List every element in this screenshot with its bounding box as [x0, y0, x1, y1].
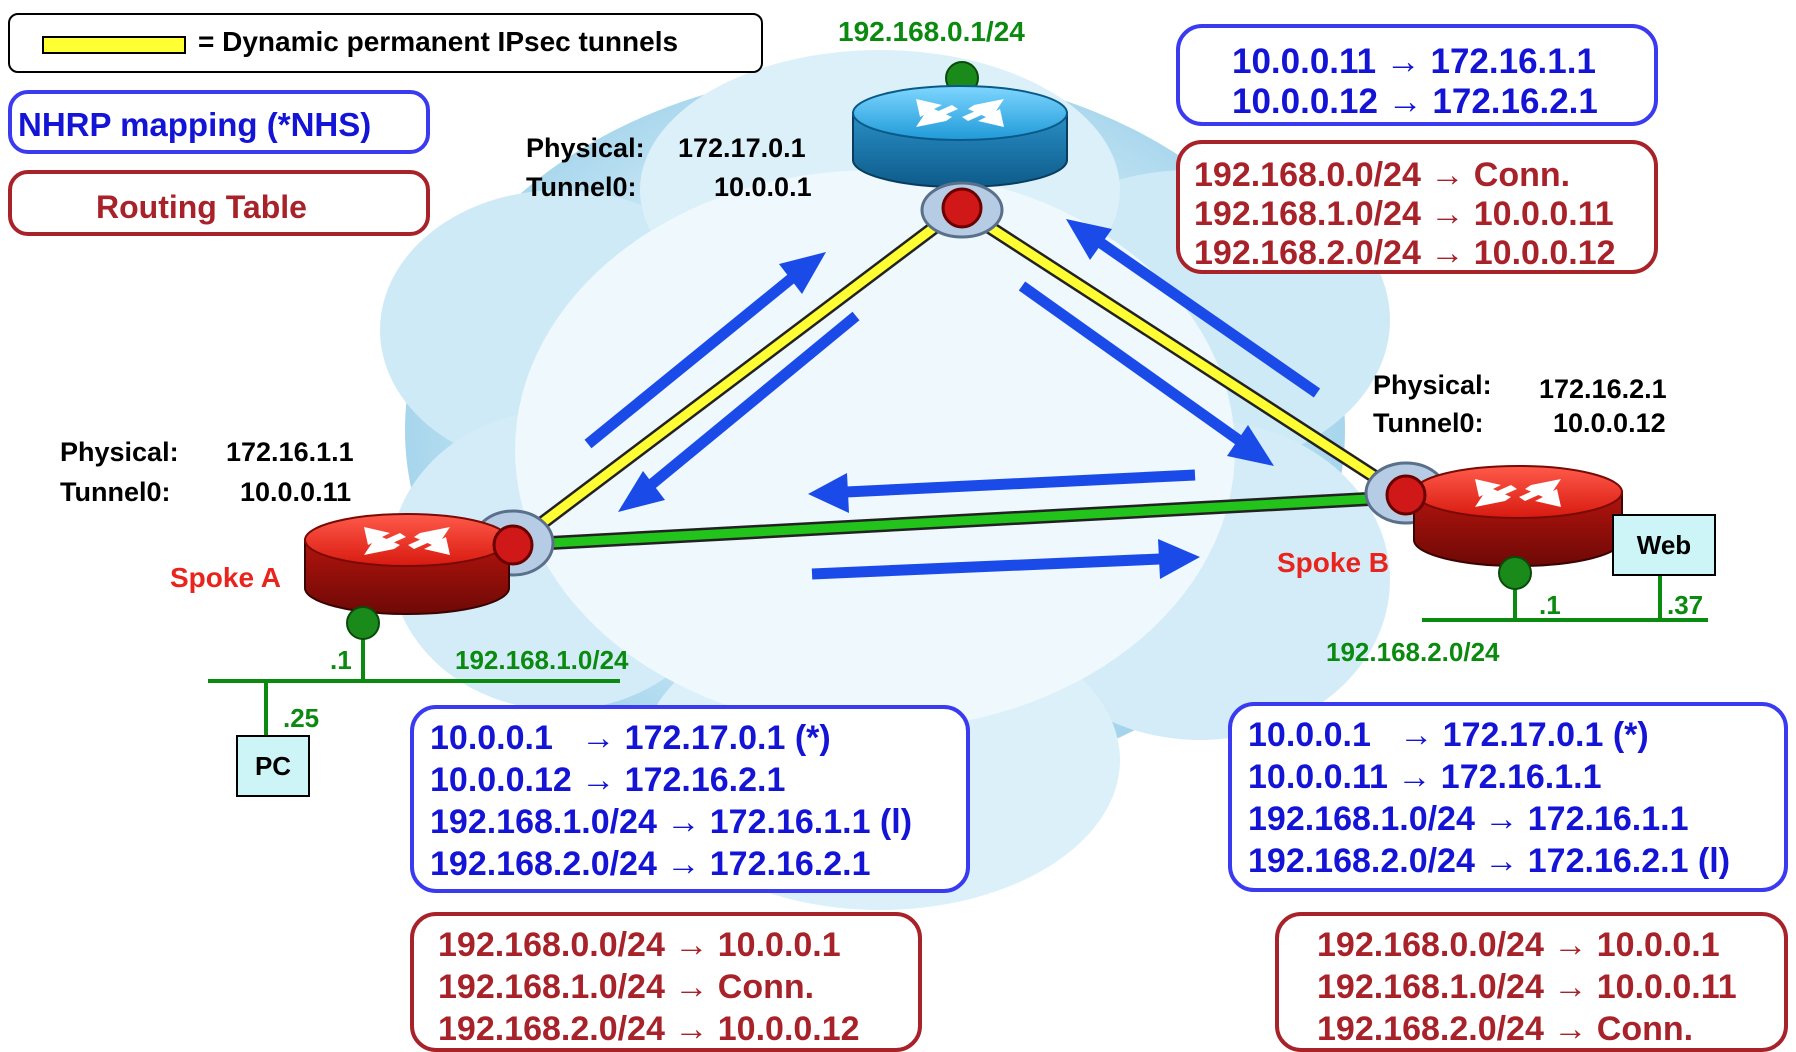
hub-routing-table: 192.168.0.0/24 → Conn. 192.168.1.0/24 → … — [1176, 140, 1658, 274]
spoke-a-routing-table: 192.168.0.0/24 → 10.0.0.1 192.168.1.0/24… — [410, 912, 922, 1052]
spoke-a-nhrp-entry: 192.168.2.0/24 → 172.16.2.1 — [430, 845, 871, 883]
hub-nhrp-table: 10.0.0.11 → 172.16.1.1 10.0.0.12 → 172.1… — [1176, 24, 1658, 126]
legend-nhrp-label: NHRP mapping (*NHS) — [18, 106, 372, 143]
legend-tunnel-label: = Dynamic permanent IPsec tunnels — [198, 26, 679, 57]
spoke-a-nhrp-table: 10.0.0.1 → 172.17.0.1 (*) 10.0.0.12 → 17… — [410, 705, 970, 893]
arrowhead-spoke-b-to-hub — [1066, 219, 1112, 260]
legend-tunnels: = Dynamic permanent IPsec tunnels — [8, 13, 763, 73]
spoke-a-tunnel-ip: 10.0.0.11 — [240, 477, 352, 507]
yellow-tunnel-swatch — [42, 36, 186, 54]
web-host[interactable]: Web — [1612, 514, 1716, 576]
tunnel-hub-spoke-b — [953, 201, 1413, 504]
spoke-a-route-entry: 192.168.2.0/24 → 10.0.0.12 — [438, 1010, 860, 1048]
hub-tunnel-port — [941, 187, 983, 229]
spoke-b-route-entry: 192.168.0.0/24 → 10.0.0.1 — [1317, 926, 1720, 964]
router-arrows-icon — [364, 527, 450, 555]
router-arrows-icon — [916, 99, 1004, 127]
pc-host[interactable]: PC — [236, 735, 310, 797]
spoke-a-nhrp-entry: 10.0.0.12 → 172.16.2.1 — [430, 761, 786, 799]
arrow-spoke-b-to-hub — [1094, 236, 1321, 398]
arrow-spoke-a-to-spoke-b — [811, 553, 1161, 580]
router-arrows-icon — [1475, 479, 1561, 507]
hub-tunnel-label: Tunnel0: — [526, 172, 637, 202]
spoke-a-name: Spoke A — [170, 562, 281, 593]
arrowhead-hub-to-spoke-b — [1227, 425, 1274, 466]
spoke-b-routing-table: 192.168.0.0/24 → 10.0.0.1 192.168.1.0/24… — [1275, 912, 1788, 1052]
hub-route-entry: 192.168.2.0/24 → 10.0.0.12 — [1194, 234, 1616, 272]
spoke-a-physical-ip: 172.16.1.1 — [226, 437, 354, 467]
spoke-a-lan-label: 192.168.1.0/24 — [455, 645, 629, 675]
web-label: Web — [1636, 529, 1692, 560]
arrowhead-hub-to-spoke-a — [618, 471, 665, 512]
hub-route-entry: 192.168.1.0/24 → 10.0.0.11 — [1194, 195, 1614, 233]
spoke-a-router-host: .1 — [330, 645, 352, 675]
spoke-b-lan-label: 192.168.2.0/24 — [1326, 637, 1500, 667]
legend-routing-label: Routing Table — [96, 189, 307, 225]
spoke-b-tunnel-label: Tunnel0: — [1373, 408, 1484, 438]
arrowhead-spoke-b-to-spoke-a — [808, 473, 849, 513]
hub-nhrp-entry: 10.0.0.11 → 172.16.1.1 — [1232, 42, 1596, 81]
spoke-a-tunnel-label: Tunnel0: — [60, 477, 171, 507]
arrowhead-spoke-a-to-hub — [779, 252, 826, 294]
spoke-b-route-entry: 192.168.2.0/24 → Conn. — [1317, 1010, 1694, 1048]
pc-label: PC — [254, 750, 292, 781]
spoke-b-router-host: .1 — [1539, 590, 1561, 620]
hub-route-entry: 192.168.0.0/24 → Conn. — [1194, 156, 1571, 194]
spoke-b-name: Spoke B — [1277, 547, 1390, 578]
spoke-b-nhrp-entry: 10.0.0.11 → 172.16.1.1 — [1248, 758, 1602, 796]
spoke-b-physical-ip: 172.16.2.1 — [1539, 374, 1667, 404]
spoke-a-route-entry: 192.168.0.0/24 → 10.0.0.1 — [438, 926, 841, 964]
spoke-b-lan-port — [1498, 556, 1532, 590]
spoke-a-pc-host: .25 — [283, 703, 320, 733]
hub-physical-ip: 172.17.0.1 — [678, 133, 806, 163]
spoke-b-route-entry: 192.168.1.0/24 → 10.0.0.11 — [1317, 968, 1737, 1006]
spoke-b-router[interactable] — [1364, 461, 1623, 590]
spoke-b-nhrp-entry: 192.168.2.0/24 → 172.16.2.1 (l) — [1248, 842, 1731, 880]
spoke-b-physical-label: Physical: — [1373, 370, 1492, 400]
arrow-spoke-b-to-spoke-a — [845, 469, 1196, 498]
spoke-a-tunnel-port — [492, 524, 534, 566]
spoke-b-tunnel-ip: 10.0.0.12 — [1553, 408, 1666, 438]
hub-router[interactable] — [852, 61, 1068, 239]
spoke-a-physical-label: Physical: — [60, 437, 179, 467]
spoke-b-tunnel-port — [1385, 474, 1427, 516]
tunnel-hub-spoke-a — [506, 201, 967, 552]
hub-tunnel-ip: 10.0.0.1 — [714, 172, 812, 202]
arrowhead-spoke-a-to-spoke-b — [1158, 539, 1200, 579]
hub-physical-label: Physical: — [526, 133, 645, 163]
spoke-b-nhrp-entry: 192.168.1.0/24 → 172.16.1.1 — [1248, 800, 1689, 838]
spoke-b-web-host: .37 — [1667, 590, 1704, 620]
arrow-hub-to-spoke-b — [1018, 281, 1244, 446]
arrow-hub-to-spoke-a — [648, 311, 860, 489]
spoke-b-nhrp-table: 10.0.0.1 → 172.17.0.1 (*) 10.0.0.11 → 17… — [1228, 702, 1788, 892]
spoke-a-router[interactable] — [304, 509, 555, 640]
tunnel-spoke-a-spoke-b — [506, 490, 1413, 552]
hub-nhrp-entry: 10.0.0.12 → 172.16.2.1 — [1232, 82, 1598, 121]
hub-lan-label: 192.168.0.1/24 — [838, 16, 1025, 47]
legend-nhrp: NHRP mapping (*NHS) — [8, 90, 430, 154]
spoke-a-route-entry: 192.168.1.0/24 → Conn. — [438, 968, 815, 1006]
spoke-a-nhrp-entry: 10.0.0.1 → 172.17.0.1 (*) — [430, 719, 831, 757]
spoke-a-nhrp-entry: 192.168.1.0/24 → 172.16.1.1 (l) — [430, 803, 913, 841]
spoke-b-nhrp-entry: 10.0.0.1 → 172.17.0.1 (*) — [1248, 716, 1649, 754]
arrow-spoke-a-to-hub — [584, 273, 796, 449]
spoke-a-lan-port — [346, 606, 380, 640]
legend-routing: Routing Table — [8, 170, 430, 236]
